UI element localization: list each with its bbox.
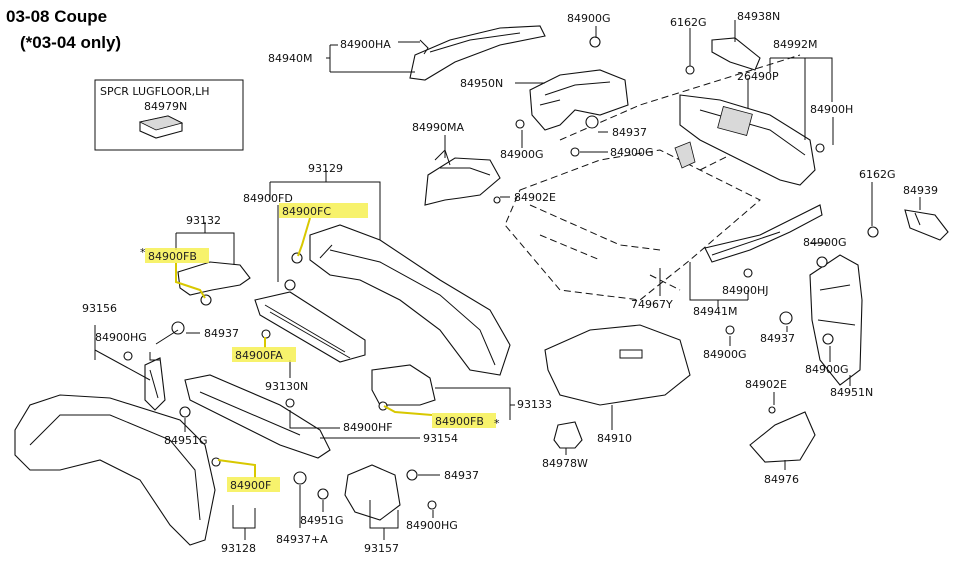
label-84951N: 84951N bbox=[830, 386, 873, 399]
panel-84951N bbox=[809, 254, 863, 386]
label-84900G-mid2: 84900G bbox=[610, 146, 654, 159]
label-84900G-r2: 84900G bbox=[703, 348, 747, 361]
label-84900G-mid1: 84900G bbox=[500, 148, 544, 161]
label-84900HG-bot: 84900HG bbox=[406, 519, 458, 532]
highlight-leaders bbox=[175, 217, 433, 478]
label-84978W: 84978W bbox=[542, 457, 588, 470]
label-84937-top: 84937 bbox=[612, 126, 647, 139]
label-84976: 84976 bbox=[764, 473, 799, 486]
label-93156: 93156 bbox=[82, 302, 117, 315]
label-84941M: 84941M bbox=[693, 305, 737, 318]
trim-93128 bbox=[14, 394, 216, 546]
label-84938N: 84938N bbox=[737, 10, 780, 23]
label-84900FB-right: 84900FB bbox=[435, 415, 484, 428]
label-84937-right: 84937 bbox=[760, 332, 795, 345]
label-84900FA: 84900FA bbox=[235, 349, 283, 362]
label-84951G-mid: 84951G bbox=[300, 514, 344, 527]
label-93157: 93157 bbox=[364, 542, 399, 555]
inset-part-label: 84979N bbox=[144, 100, 187, 113]
label-84937-left: 84937 bbox=[204, 327, 239, 340]
mat-84910 bbox=[544, 324, 691, 406]
label-93130N: 93130N bbox=[265, 380, 308, 393]
star-right: * bbox=[494, 417, 500, 430]
label-84900H: 84900H bbox=[810, 103, 853, 116]
trim-93157 bbox=[344, 464, 401, 521]
trim-93133 bbox=[371, 364, 436, 406]
label-74967Y: 74967Y bbox=[631, 298, 673, 311]
label-84900FB-left: 84900FB bbox=[148, 250, 197, 263]
highlight-84900FC bbox=[279, 203, 368, 218]
label-26490P: 26490P bbox=[737, 70, 779, 83]
label-84910: 84910 bbox=[597, 432, 632, 445]
inset-title: SPCR LUGFLOOR,LH bbox=[100, 85, 210, 98]
trim-84940M bbox=[409, 25, 546, 81]
label-93132: 93132 bbox=[186, 214, 221, 227]
leader-lines bbox=[94, 20, 921, 540]
star-left: * bbox=[140, 246, 146, 259]
bracket-84990MA bbox=[424, 149, 501, 206]
label-84992M: 84992M bbox=[773, 38, 817, 51]
part-labels: 84900HA 84940M 84950N 84900G 6162G 84938… bbox=[82, 10, 938, 555]
label-6162G-right: 6162G bbox=[859, 168, 896, 181]
label-84940M: 84940M bbox=[268, 52, 312, 65]
rail-84941M bbox=[704, 204, 823, 263]
label-93154: 93154 bbox=[423, 432, 458, 445]
highlight-84900FB-right bbox=[432, 413, 496, 428]
trim-93132 bbox=[177, 261, 251, 296]
bracket-84938N bbox=[711, 37, 761, 71]
label-84951G-left: 84951G bbox=[164, 434, 208, 447]
label-84900HF: 84900HF bbox=[343, 421, 393, 434]
label-84939: 84939 bbox=[903, 184, 938, 197]
label-93133: 93133 bbox=[517, 398, 552, 411]
label-84900G-r1: 84900G bbox=[803, 236, 847, 249]
panel-93154 bbox=[184, 374, 331, 459]
trim-93129 bbox=[309, 224, 511, 376]
label-84902E-mid: 84902E bbox=[514, 191, 556, 204]
label-84900G-top: 84900G bbox=[567, 12, 611, 25]
bar-93130N bbox=[254, 291, 366, 363]
inset-frame bbox=[94, 79, 244, 151]
leader-84900FC bbox=[297, 217, 311, 257]
label-84937-bot: 84937 bbox=[444, 469, 479, 482]
bracket-84976 bbox=[749, 411, 816, 463]
highlight-84900FB-left bbox=[145, 248, 209, 263]
leader-84900F bbox=[217, 459, 256, 478]
label-84902E-right: 84902E bbox=[745, 378, 787, 391]
title-line2: (*03-04 only) bbox=[20, 33, 121, 52]
label-93129: 93129 bbox=[308, 162, 343, 175]
label-84900G-r3: 84900G bbox=[805, 363, 849, 376]
panel-84992M bbox=[674, 94, 816, 186]
label-84900FC: 84900FC bbox=[282, 205, 331, 218]
bracket-84950N bbox=[529, 69, 629, 131]
label-84900HG-left: 84900HG bbox=[95, 331, 147, 344]
inset-box: SPCR LUGFLOOR,LH 84979N bbox=[94, 79, 244, 151]
cap-84978W bbox=[553, 421, 583, 449]
label-84937A: 84937+A bbox=[276, 533, 328, 546]
fasteners bbox=[123, 36, 879, 510]
title-line1: 03-08 Coupe bbox=[6, 7, 107, 26]
label-84900HJ: 84900HJ bbox=[722, 284, 769, 297]
bracket-84939 bbox=[904, 209, 949, 241]
highlight-84900F bbox=[227, 477, 280, 492]
leader-84900FB-left bbox=[175, 263, 206, 299]
label-84900F: 84900F bbox=[230, 479, 271, 492]
trim-93156 bbox=[144, 357, 166, 411]
label-93128: 93128 bbox=[221, 542, 256, 555]
label-84900FD: 84900FD bbox=[243, 192, 293, 205]
highlight-84900FA bbox=[232, 347, 296, 362]
label-84990MA: 84990MA bbox=[412, 121, 464, 134]
label-6162G-top: 6162G bbox=[670, 16, 707, 29]
leader-84900FB-right bbox=[383, 405, 433, 416]
label-84900HA: 84900HA bbox=[340, 38, 391, 51]
spacer-top-face bbox=[138, 115, 184, 131]
label-84950N: 84950N bbox=[460, 77, 503, 90]
